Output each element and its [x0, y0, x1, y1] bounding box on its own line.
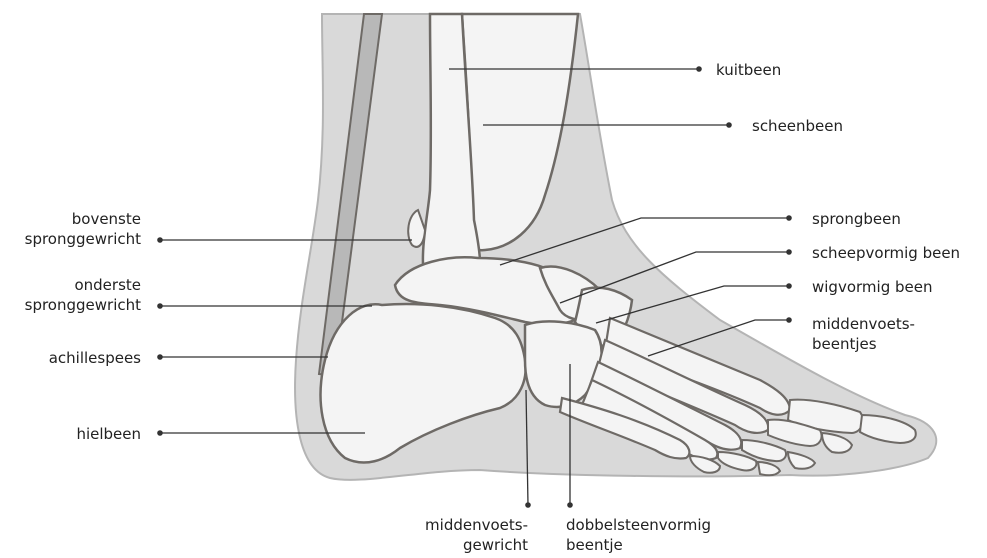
- label-bovenste-spronggewricht-line2: spronggewricht: [25, 229, 141, 249]
- label-kuitbeen: kuitbeen: [716, 60, 781, 80]
- dot-scheepvormig-been: [786, 249, 792, 255]
- label-dobbelsteenvormig-beentje: dobbelsteenvormig beentje: [566, 515, 711, 555]
- label-hielbeen: hielbeen: [76, 424, 141, 444]
- dot-middenvoetsbeentjes: [786, 317, 792, 323]
- label-onderste-spronggewricht: onderste spronggewricht: [25, 275, 141, 315]
- label-sprongbeen-text: sprongbeen: [812, 209, 901, 229]
- dot-bovenste-spronggewricht: [157, 237, 163, 243]
- label-bovenste-spronggewricht: bovenste spronggewricht: [25, 209, 141, 249]
- dot-sprongbeen: [786, 215, 792, 221]
- label-bovenste-spronggewricht-line1: bovenste: [25, 209, 141, 229]
- dot-middenvoetsgewricht: [525, 502, 531, 508]
- label-scheepvormig-been-text: scheepvormig been: [812, 243, 960, 263]
- label-middenvoetsgewricht-line1: middenvoets-: [425, 515, 528, 535]
- label-middenvoetsbeentjes: middenvoets- beentjes: [812, 314, 915, 354]
- label-onderste-spronggewricht-line2: spronggewricht: [25, 295, 141, 315]
- label-sprongbeen: sprongbeen: [812, 209, 901, 229]
- dot-kuitbeen: [696, 66, 702, 72]
- label-achillespees: achillespees: [49, 348, 141, 368]
- label-scheepvormig-been: scheepvormig been: [812, 243, 960, 263]
- label-scheenbeen: scheenbeen: [752, 116, 843, 136]
- label-middenvoetsbeentjes-line2: beentjes: [812, 334, 915, 354]
- label-dobbelsteenvormig-beentje-line2: beentje: [566, 535, 711, 555]
- label-achillespees-text: achillespees: [49, 348, 141, 368]
- label-scheenbeen-text: scheenbeen: [752, 116, 843, 136]
- dot-scheenbeen: [726, 122, 732, 128]
- label-kuitbeen-text: kuitbeen: [716, 60, 781, 80]
- dot-hielbeen: [157, 430, 163, 436]
- label-wigvormig-been-text: wigvormig been: [812, 277, 932, 297]
- label-wigvormig-been: wigvormig been: [812, 277, 932, 297]
- dot-achillespees: [157, 354, 163, 360]
- label-middenvoetsgewricht: middenvoets- gewricht: [425, 515, 528, 555]
- label-dobbelsteenvormig-beentje-line1: dobbelsteenvormig: [566, 515, 711, 535]
- label-onderste-spronggewricht-line1: onderste: [25, 275, 141, 295]
- dot-dobbelsteenvormig-beentje: [567, 502, 573, 508]
- dot-wigvormig-been: [786, 283, 792, 289]
- dot-onderste-spronggewricht: [157, 303, 163, 309]
- label-hielbeen-text: hielbeen: [76, 424, 141, 444]
- label-middenvoetsgewricht-line2: gewricht: [425, 535, 528, 555]
- label-middenvoetsbeentjes-line1: middenvoets-: [812, 314, 915, 334]
